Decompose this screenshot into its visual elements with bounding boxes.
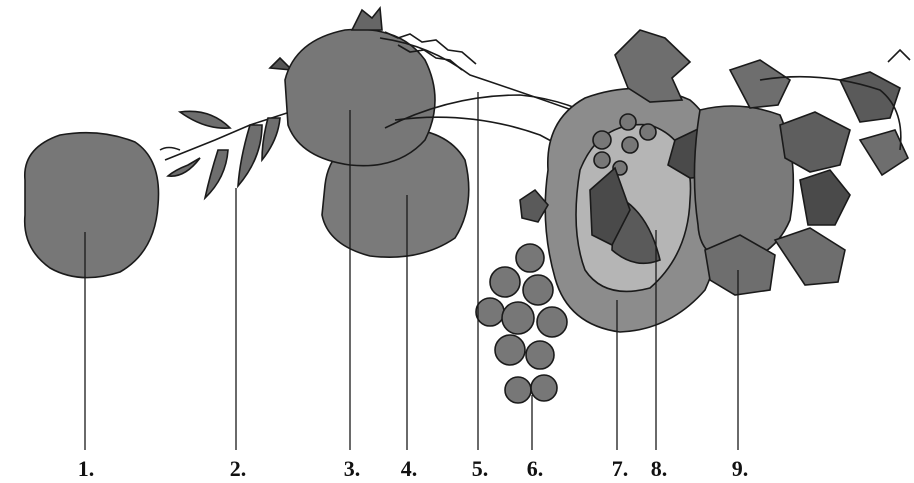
label-7: 7. — [612, 456, 629, 481]
branch-2 — [160, 58, 292, 198]
label-1: 1. — [78, 456, 95, 481]
label-3: 3. — [344, 456, 361, 481]
label-9: 9. — [732, 456, 749, 481]
fruit-3 — [285, 8, 435, 166]
label-4: 4. — [401, 456, 418, 481]
label-8: 8. — [651, 456, 668, 481]
label-2: 2. — [230, 456, 247, 481]
fruit-1 — [25, 133, 159, 278]
label-5: 5. — [472, 456, 489, 481]
label-6: 6. — [527, 456, 544, 481]
